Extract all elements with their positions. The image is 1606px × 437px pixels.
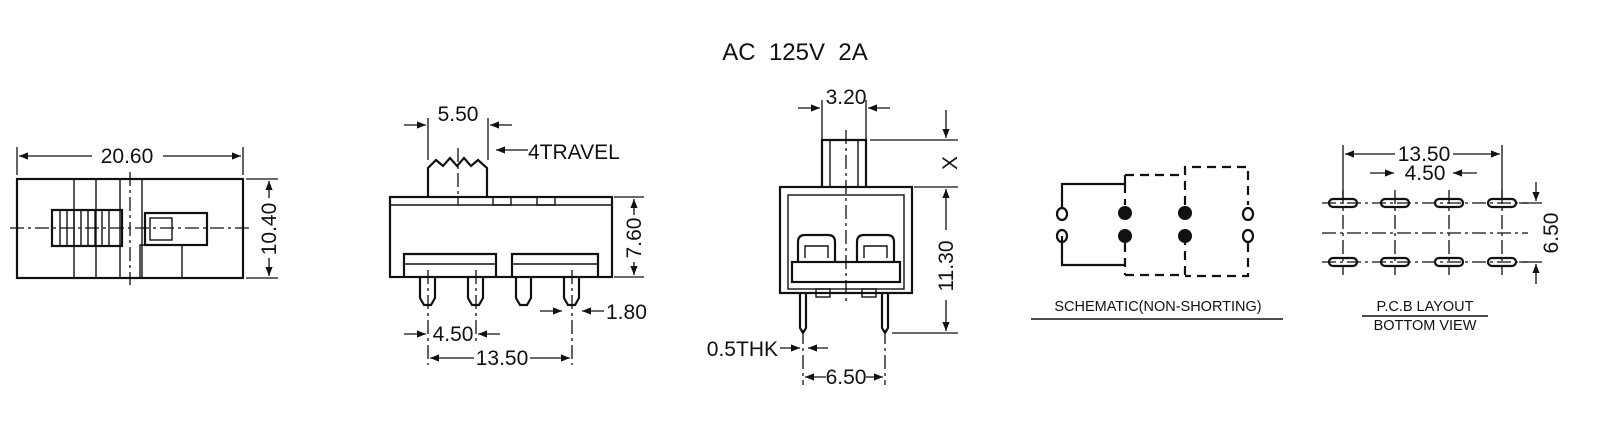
- pcb-caption-1: P.C.B LAYOUT: [1377, 299, 1474, 315]
- top-width-dim: 20.60: [101, 145, 154, 168]
- pin-width-dim: 1.80: [606, 301, 647, 324]
- pin-pitch-dim: 4.50: [433, 323, 474, 346]
- side-height-dim: 7.60: [623, 218, 646, 259]
- top-view: 20.60 10.40: [10, 145, 281, 285]
- side-span-dim: 13.50: [476, 347, 529, 370]
- thickness-label: 0.5THK: [707, 338, 778, 361]
- rating-label: AC 125V 2A: [722, 39, 867, 66]
- schematic-caption: SCHEMATIC(NON-SHORTING): [1054, 299, 1261, 315]
- pcb-pitch-dim: 4.50: [1405, 162, 1446, 185]
- end-height-dim: 11.30: [935, 241, 958, 292]
- end-actuator-dim: 3.20: [826, 86, 867, 109]
- side-view: 5.50 4TRAVEL 7.60 1.80: [388, 103, 647, 370]
- pcb-layout: 13.50 4.50 6.50 P.C.B LAYOUT BOTTOM VIEW: [1322, 143, 1563, 334]
- end-span-dim: 6.50: [826, 366, 867, 389]
- pcb-span-dim: 13.50: [1398, 143, 1451, 166]
- travel-label: 4TRAVEL: [528, 141, 620, 164]
- end-view: 3.20 X 11.30 0.5TH: [707, 86, 962, 389]
- top-height-dim: 10.40: [258, 203, 281, 256]
- pcb-row-dim: 6.50: [1540, 213, 1563, 254]
- side-actuator-dim: 5.50: [438, 103, 479, 126]
- schematic: SCHEMATIC(NON-SHORTING): [1031, 165, 1283, 320]
- x-dim-label: X: [939, 156, 962, 170]
- pcb-caption-2: BOTTOM VIEW: [1374, 318, 1477, 334]
